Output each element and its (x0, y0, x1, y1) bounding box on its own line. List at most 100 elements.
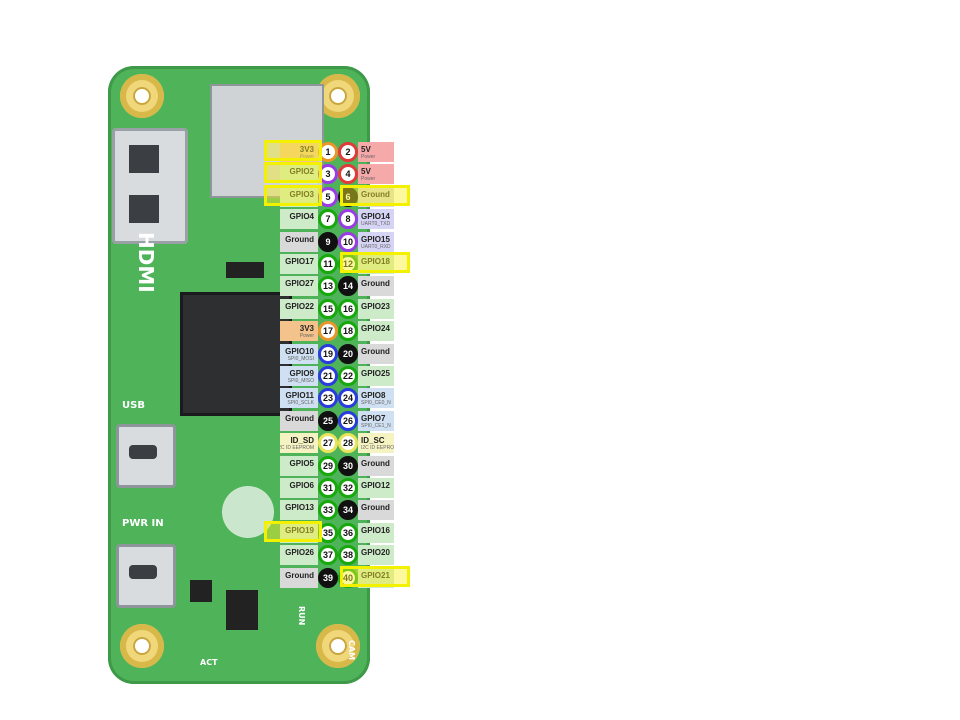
highlight-pin-5 (264, 184, 322, 206)
pin-name: Ground (361, 346, 390, 356)
pin-function: SPI0_MISO (287, 378, 314, 384)
pin-name: GPIO8 (361, 391, 386, 401)
component (226, 590, 258, 630)
silkscreen-pwr-in: PWR IN (122, 518, 164, 529)
pin-label-34: Ground (358, 500, 394, 521)
pin-function: SPI0_MOSI (287, 355, 314, 362)
pin-function: UART0_RXD (361, 243, 391, 250)
pin-8: 8 (338, 209, 358, 230)
micro-usb-port (116, 424, 176, 488)
pin-30: 30 (338, 455, 358, 476)
pin-name: 3V3 (299, 145, 314, 154)
pin-name: GPIO16 (361, 525, 390, 535)
pin-label-7: GPIO4 (280, 209, 318, 230)
pin-name: Ground (361, 279, 390, 289)
pin-function: SPI0_SCLK (287, 400, 314, 407)
pin-name: GPIO10 (285, 346, 314, 356)
pin-name: GPIO19 (285, 525, 314, 535)
pin-name: GPIO9 (289, 369, 314, 378)
pin-22: 22 (338, 366, 358, 386)
pin-label-37: GPIO26 (280, 545, 318, 566)
pin-name: Ground (285, 413, 314, 423)
pin-label-38: GPIO20 (358, 545, 394, 566)
pin-20: 20 (338, 343, 358, 364)
pin-7: 7 (318, 209, 338, 230)
component (190, 580, 212, 602)
pin-function: Power (361, 176, 376, 183)
pin-name: GPIO11 (285, 391, 314, 401)
mounting-hole-bottom-left (120, 624, 164, 668)
pin-name: 3V3 (299, 324, 314, 334)
pin-label-15: GPIO22 (280, 298, 318, 319)
pin-function: UART0_TXD (361, 221, 391, 228)
pin-name: GPIO24 (361, 324, 390, 334)
pin-name: Ground (285, 234, 314, 244)
pin-name: GPIO6 (289, 481, 314, 490)
highlight-pin-1 (264, 140, 322, 161)
silkscreen-run: RUN (297, 606, 306, 626)
pin-name: GPIO23 (361, 301, 390, 311)
pin-function: I2C ID EEPROM (280, 445, 314, 452)
pin-label-30: Ground (358, 455, 394, 476)
pin-38: 38 (338, 545, 358, 566)
pin-name: GPIO20 (361, 548, 390, 558)
processor-chip (180, 292, 292, 416)
mounting-hole-bottom-right (316, 624, 360, 668)
pin-name: GPIO7 (361, 413, 386, 423)
pin-13: 13 (318, 276, 338, 297)
pin-39: 39 (318, 567, 338, 588)
pin-label-20: Ground (358, 343, 394, 364)
pin-14: 14 (338, 276, 358, 297)
pin-name: GPIO13 (285, 503, 314, 513)
pin-name: GPIO12 (361, 481, 390, 490)
pin-name: GPIO17 (285, 257, 314, 266)
pin-name: 5V (361, 167, 371, 177)
component (226, 262, 264, 278)
pin-name: ID_SD (290, 436, 314, 446)
power-usb-port (116, 544, 176, 608)
pin-label-5: GPIO3 (280, 186, 318, 207)
pin-label-18: GPIO24 (358, 321, 394, 342)
pin-function: Power (299, 154, 314, 160)
pin-32: 32 (338, 478, 358, 498)
pin-17: 17 (318, 321, 338, 342)
pin-31: 31 (318, 478, 338, 498)
pin-label-40: GPIO21 (358, 567, 394, 588)
pin-name: GPIO2 (289, 167, 314, 177)
pin-name: GPIO21 (361, 570, 390, 580)
pin-name: GPIO5 (289, 458, 314, 468)
pin-16: 16 (338, 298, 358, 319)
silkscreen-cam: CAM (347, 640, 356, 661)
pin-36: 36 (338, 522, 358, 543)
pin-label-31: GPIO6 (280, 478, 318, 498)
pin-21: 21 (318, 366, 338, 386)
pin-name: Ground (361, 458, 390, 468)
pin-label-33: GPIO13 (280, 500, 318, 521)
pin-11: 11 (318, 254, 338, 274)
pin-function: I2C ID EEPROM (361, 445, 394, 452)
pin-37: 37 (318, 545, 338, 566)
pin-function: Power (361, 154, 376, 160)
pin-4: 4 (338, 164, 358, 185)
pin-label-14: Ground (358, 276, 394, 297)
pin-2: 2 (338, 142, 358, 162)
pin-name: GPIO25 (361, 369, 390, 378)
pin-label-13: GPIO27 (280, 276, 318, 297)
pin-label-11: GPIO17 (280, 254, 318, 274)
pin-label-36: GPIO16 (358, 522, 394, 543)
pin-label-3: GPIO2 (280, 164, 318, 185)
pin-label-22: GPIO25 (358, 366, 394, 386)
highlight-pin-12 (340, 252, 410, 273)
pin-label-32: GPIO12 (358, 478, 394, 498)
silkscreen-act: ACT (200, 658, 218, 667)
pin-name: Ground (285, 570, 314, 580)
